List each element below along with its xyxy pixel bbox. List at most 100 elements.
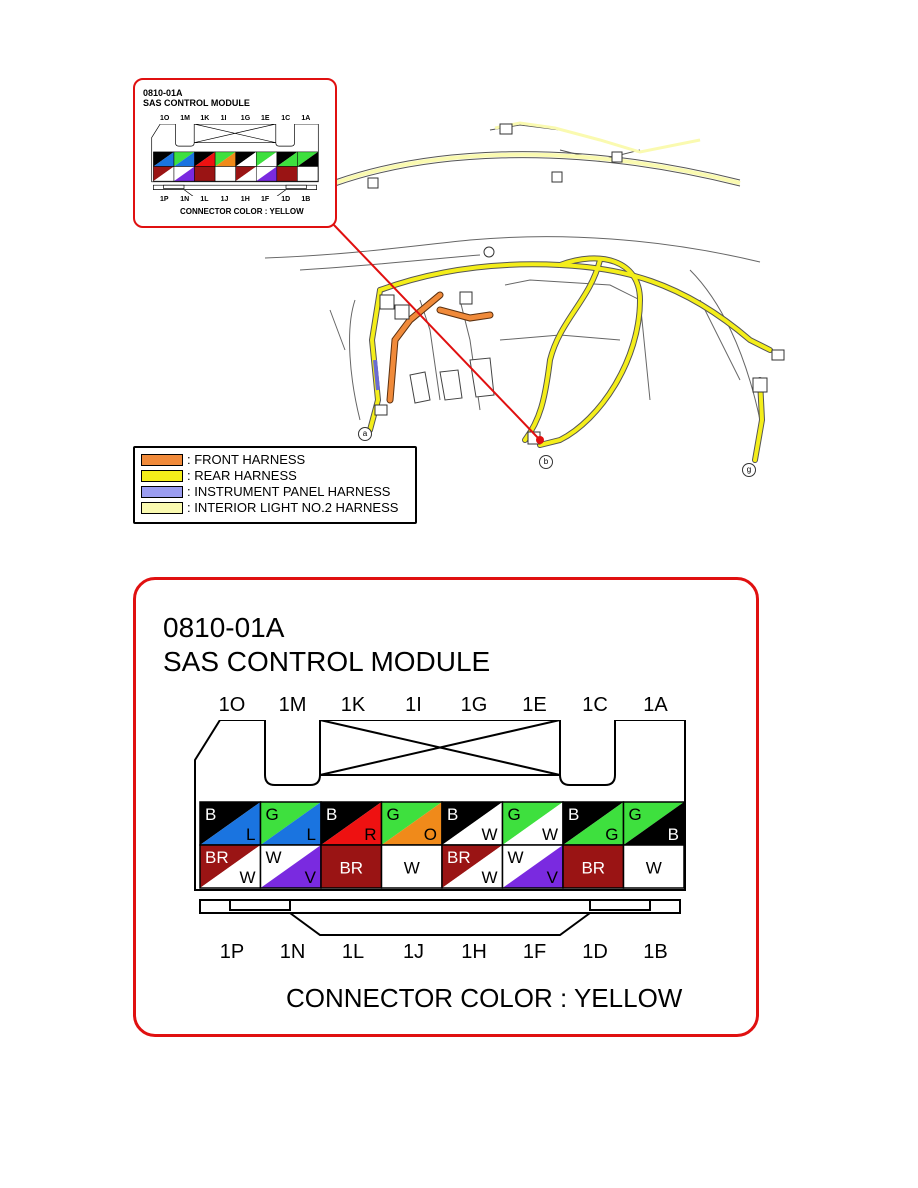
svg-text:BR: BR (339, 859, 363, 878)
legend-swatch-instrument-panel (141, 486, 183, 498)
pin-cell-bottom-5: WV (501, 844, 564, 889)
pin-cell-top-3 (214, 151, 236, 167)
pin-cell-top-3: GO (380, 801, 443, 846)
svg-text:W: W (542, 825, 558, 844)
pin-cell-bottom-6: BR (562, 844, 625, 889)
pin-cell-top-6 (276, 151, 298, 167)
pin-label-1j: 1J (220, 196, 229, 203)
pin-cell-top-5 (255, 151, 278, 167)
pin-label-1c: 1C (582, 694, 608, 716)
svg-text:W: W (239, 868, 255, 887)
pin-label-1a: 1A (301, 115, 311, 122)
marker-b: b (539, 455, 553, 469)
svg-text:B: B (447, 805, 458, 824)
pin-cell-top-7: GB (622, 801, 685, 846)
connector-code: 0810-01A (163, 612, 285, 643)
pin-cell-bottom-2: BR (320, 844, 383, 889)
svg-text:R: R (364, 825, 376, 844)
pin-label-1b: 1B (643, 941, 668, 963)
pin-label-1g: 1G (460, 694, 488, 716)
svg-text:V: V (547, 868, 559, 887)
legend-label-instrument-panel: : INSTRUMENT PANEL HARNESS (187, 484, 391, 499)
svg-text:W: W (266, 848, 282, 867)
pin-label-1o: 1O (218, 694, 246, 716)
legend-item-front: : FRONT HARNESS (141, 452, 305, 468)
pin-cell-bottom-2 (194, 166, 216, 182)
pin-label-1f: 1F (261, 196, 270, 203)
svg-text:L: L (307, 825, 316, 844)
pin-cell-bottom-1: WV (259, 844, 322, 889)
svg-text:G: G (629, 805, 642, 824)
harness-illustration (264, 121, 785, 463)
marker-a: a (358, 427, 372, 441)
pin-cell-bottom-7 (297, 166, 319, 182)
pin-label-1m: 1M (278, 694, 307, 716)
pin-cell-top-0: BL (199, 801, 262, 846)
pin-cell-bottom-1 (173, 166, 195, 182)
legend-swatch-rear (141, 470, 183, 482)
svg-text:G: G (605, 825, 618, 844)
pin-label-1p: 1P (160, 196, 169, 203)
connector-title: SAS CONTROL MODULE (163, 646, 491, 677)
svg-text:W: W (646, 859, 662, 878)
pin-label-1f: 1F (522, 941, 547, 963)
pin-cell-top-1: GL (259, 801, 322, 846)
pin-cell-bottom-7: W (622, 844, 685, 889)
legend-item-rear: : REAR HARNESS (141, 468, 297, 484)
pin-cell-bottom-0 (153, 166, 175, 182)
svg-text:BR: BR (205, 848, 229, 867)
pin-cell-top-6: BG (562, 801, 625, 846)
svg-text:W: W (481, 825, 497, 844)
svg-text:G: G (387, 805, 400, 824)
pin-label-1h: 1H (461, 941, 487, 963)
pin-label-1j: 1J (402, 941, 425, 963)
pin-cell-top-7 (297, 151, 319, 167)
pin-cell-bottom-4 (235, 166, 257, 182)
small-connector-color-note: CONNECTOR COLOR : YELLOW (180, 207, 304, 216)
marker-g: g (742, 463, 756, 477)
legend-item-instrument-panel: : INSTRUMENT PANEL HARNESS (141, 484, 390, 500)
pin-label-1n: 1N (279, 941, 306, 963)
connector-color-note: CONNECTOR COLOR : YELLOW (286, 983, 683, 1013)
svg-text:V: V (305, 868, 317, 887)
svg-text:B: B (568, 805, 579, 824)
svg-text:W: W (508, 848, 524, 867)
pin-label-1k: 1K (340, 694, 366, 716)
svg-text:B: B (205, 805, 216, 824)
legend-item-interior-light: : INTERIOR LIGHT NO.2 HARNESS (141, 500, 398, 516)
pin-cell-bottom-6 (276, 166, 298, 182)
pin-label-1a: 1A (643, 694, 668, 716)
small-connector-code: 0810-01A (143, 88, 183, 98)
pin-cell-top-2: BR (320, 801, 383, 846)
pin-label-1p: 1P (219, 941, 245, 963)
pin-label-1b: 1B (301, 196, 311, 203)
pin-cell-top-4: BW (441, 801, 504, 846)
svg-text:G: G (508, 805, 521, 824)
pin-label-1d: 1D (281, 196, 291, 203)
pin-cell-top-1 (173, 151, 195, 167)
pin-label-1m: 1M (180, 115, 190, 122)
svg-text:G: G (266, 805, 279, 824)
pin-cell-bottom-3: W (380, 844, 443, 889)
small-connector-title: SAS CONTROL MODULE (143, 98, 250, 108)
svg-text:W: W (481, 868, 497, 887)
svg-text:B: B (668, 825, 679, 844)
pin-label-1i: 1I (220, 115, 227, 122)
legend-label-front: : FRONT HARNESS (187, 452, 306, 467)
pin-label-1o: 1O (160, 115, 170, 122)
pin-cell-bottom-4: BRW (441, 844, 504, 889)
pin-cell-bottom-5 (255, 166, 278, 182)
pin-label-1l: 1L (200, 196, 209, 203)
pin-label-1k: 1K (200, 115, 210, 122)
pin-cell-top-5: GW (501, 801, 564, 846)
pin-cell-bottom-3 (214, 166, 236, 182)
pin-label-1e: 1E (261, 115, 270, 122)
pin-label-1g: 1G (240, 115, 251, 122)
pin-cell-top-2 (194, 151, 216, 167)
svg-text:W: W (404, 859, 420, 878)
legend-label-interior-light: : INTERIOR LIGHT NO.2 HARNESS (187, 500, 399, 515)
pin-label-1d: 1D (582, 941, 608, 963)
pin-cell-bottom-0: BR W (199, 844, 262, 889)
pin-label-1h: 1H (240, 196, 250, 203)
